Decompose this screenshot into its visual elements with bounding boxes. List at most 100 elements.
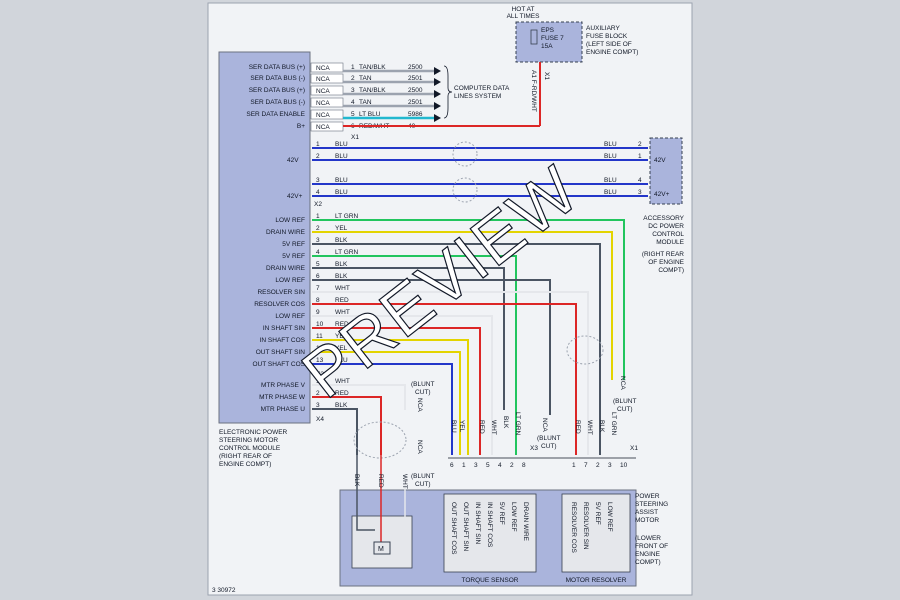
tw-6: BLK <box>502 416 509 429</box>
x2-connector-label: X2 <box>314 201 322 208</box>
nca-x4-b: NCA <box>416 440 423 454</box>
rw-2: WHT <box>586 420 593 435</box>
tp-5: 4 <box>498 462 502 469</box>
x3-pin-7: 7 <box>316 285 320 292</box>
x3-color-7: WHT <box>335 285 350 292</box>
nca-right: NCA <box>619 376 626 390</box>
fuse-block-label-4: ENGINE COMPT) <box>586 49 638 56</box>
fuse-block-label-2: FUSE BLOCK <box>586 33 628 40</box>
acc-42v: 42V <box>654 157 666 164</box>
x3-pin-5: 5 <box>316 261 320 268</box>
tp-6: 2 <box>510 462 514 469</box>
x3-pin-10: 10 <box>316 321 324 328</box>
x1-circuit-5: 5986 <box>408 111 423 118</box>
tp-7: 8 <box>522 462 526 469</box>
x3-pin-4: 4 <box>316 249 320 256</box>
x1-label-2: SER DATA BUS (-) <box>250 75 305 82</box>
nca-mid: NCA <box>541 418 548 432</box>
x2-color-3: BLU <box>335 177 348 184</box>
mw-1: BLK <box>353 474 360 487</box>
x3-label-3: 5V REF <box>282 241 305 248</box>
x1-color-5: LT BLU <box>359 111 381 118</box>
x1-pin-3: 3 <box>351 87 355 94</box>
x1-circuit-3: 2500 <box>408 87 423 94</box>
x1-nca-6: NCA <box>316 124 330 131</box>
rp-5: 10 <box>620 462 628 469</box>
x2-rpin-4: 3 <box>638 189 642 196</box>
x2-pin-1: 1 <box>316 141 320 148</box>
x4-connector: MTR PHASE V MTR PHASE W MTR PHASE U 1 WH… <box>259 378 434 488</box>
nca-x4: NCA <box>416 398 423 412</box>
rp-3: 2 <box>596 462 600 469</box>
tp-4: 5 <box>486 462 490 469</box>
x3-bottom: X3 <box>530 445 538 452</box>
eps-label-2: STEERING MOTOR <box>219 437 278 444</box>
hot-label-2: ALL TIMES <box>507 13 541 20</box>
sam-label-1: POWER <box>635 493 660 500</box>
rp-1: 1 <box>572 462 576 469</box>
eps-42v-label: 42V <box>287 157 299 164</box>
x3-label-12: OUT SHAFT SIN <box>256 349 306 356</box>
x3-label-6: LOW REF <box>275 277 305 284</box>
x3-label-13: OUT SHAFT COS <box>253 361 306 368</box>
x3-pin-6: 6 <box>316 273 320 280</box>
x3-color-9: WHT <box>335 309 350 316</box>
x1-label-1: SER DATA BUS (+) <box>249 64 305 71</box>
x3-label-4: 5V REF <box>282 253 305 260</box>
x1-color-4: TAN <box>359 99 372 106</box>
ts-box-5: 5V REF <box>498 502 505 525</box>
acc-label-4: MODULE <box>656 239 684 246</box>
eps-42vplus-label: 42V+ <box>287 193 303 200</box>
x3-connector-label: X3 <box>316 371 324 378</box>
ts-box-3: IN SHAFT SIN <box>474 502 481 544</box>
mw-2: RED <box>377 474 384 488</box>
motor-symbol-icon: M <box>378 546 384 553</box>
x1-nca-5: NCA <box>316 112 330 119</box>
x1-label-5: SER DATA ENABLE <box>246 111 305 118</box>
x3-color-11: YEL <box>335 333 348 340</box>
x4-label-2: MTR PHASE W <box>259 394 306 401</box>
tw-3: RED <box>478 420 485 434</box>
x1-pin-2: 2 <box>351 75 355 82</box>
x2-pin-2: 2 <box>316 153 320 160</box>
x1-bottom: X1 <box>630 445 638 452</box>
x4-color-3: BLK <box>335 402 348 409</box>
fuse-block-label-3: (LEFT SIDE OF <box>586 41 632 48</box>
x3-pin-8: 8 <box>316 297 320 304</box>
ts-box-2: OUT SHAFT SIN <box>462 502 469 552</box>
sam-label-2: STEERING <box>635 501 668 508</box>
x3-connector: LOW REF DRAIN WIRE 5V REF 5V REF DRAIN W… <box>253 213 625 455</box>
x3-label-11: IN SHAFT COS <box>260 337 306 344</box>
x3-label-1: LOW REF <box>275 217 305 224</box>
fuse-rating: 15A <box>541 43 553 50</box>
ts-box-1: OUT SHAFT COS <box>450 502 457 555</box>
blunt-cut-x4-1: (BLUNT <box>411 381 435 388</box>
x2-color-4r: BLU <box>604 189 617 196</box>
acc-label-6: OF ENGINE <box>648 259 684 266</box>
x1-pin-1: 1 <box>351 64 355 71</box>
mr-box-3: 5V REF <box>594 502 601 525</box>
blunt-cut-mid-2: CUT) <box>541 443 557 450</box>
tp-3: 3 <box>474 462 478 469</box>
accessory-module: 42V 42V+ ACCESSORY DC POWER CONTROL MODU… <box>642 137 685 274</box>
acc-label-2: DC POWER <box>648 223 684 230</box>
x3-pin-13: 13 <box>316 357 324 364</box>
x4-color-2: RED <box>335 390 349 397</box>
torque-sensor-label: TORQUE SENSOR <box>462 577 519 584</box>
sam-label-3: ASSIST <box>635 509 658 516</box>
blunt-cut-right-1: (BLUNT <box>613 398 637 405</box>
x3-pin-3: 3 <box>316 237 320 244</box>
fuse-wire-label: A1 F-RD/WHT <box>530 70 537 112</box>
x1-pin-5: 5 <box>351 111 355 118</box>
figure-number: 3 30972 <box>212 587 236 594</box>
x3-label-10: IN SHAFT SIN <box>263 325 305 332</box>
eps-label-3: CONTROL MODULE <box>219 445 281 452</box>
x4-pin-1: 1 <box>316 378 320 385</box>
tw-2: YEL <box>458 420 465 433</box>
rp-2: 7 <box>584 462 588 469</box>
x3-pin-11: 11 <box>316 333 323 340</box>
steering-assist-motor: POWER STEERING ASSIST MOTOR (LOWER FRONT… <box>339 455 668 587</box>
x1-nca-1: NCA <box>316 65 330 72</box>
x2-rpin-1: 2 <box>638 141 642 148</box>
